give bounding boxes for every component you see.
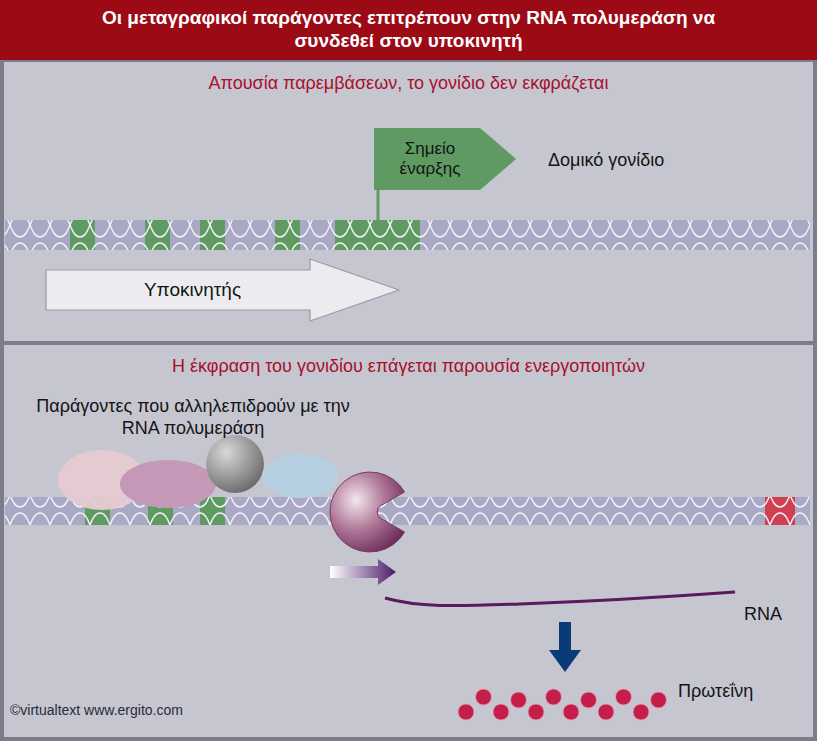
- panel-ground: [4, 345, 813, 737]
- panel-ground: [4, 62, 813, 341]
- translation-arrow: [549, 622, 581, 672]
- promoter-shape: [46, 259, 399, 321]
- protein-bead: [563, 704, 579, 720]
- protein-chain: [458, 689, 667, 720]
- start-flag: Σημείο έναρξης: [374, 128, 516, 190]
- rna-polymerase: [330, 472, 405, 552]
- flag-shape: [374, 128, 516, 190]
- protein-bead: [651, 692, 667, 708]
- flag-pole: [377, 188, 380, 222]
- protein-bead: [633, 704, 649, 720]
- dna-strand: [5, 220, 810, 250]
- factors-label: Παράγοντες που αλληλεπιδρούν με την RNA …: [28, 396, 358, 439]
- factor-blob: [206, 435, 264, 493]
- factor-blob: [120, 460, 216, 508]
- protein-bead: [581, 692, 597, 708]
- protein-label: Πρωτεΐνη: [678, 681, 798, 703]
- flag-label: Σημείο έναρξης: [390, 139, 470, 178]
- rna-strand: [385, 592, 735, 606]
- promoter-arrow: Υποκινητής: [45, 258, 400, 322]
- promoter-label: Υποκινητής: [144, 279, 241, 301]
- panel-heading: Η έκφραση του γονιδίου επάγεται παρουσία…: [4, 356, 813, 377]
- panel-heading: Απουσία παρεμβάσεων, το γονίδιο δεν εκφρ…: [4, 73, 813, 94]
- gene-label: Δομικό γονίδιο: [548, 150, 768, 172]
- protein-bead: [493, 704, 509, 720]
- protein-bead: [476, 689, 492, 705]
- panel: Απουσία παρεμβάσεων, το γονίδιο δεν εκφρ…: [4, 62, 813, 341]
- transcription-arrow: [330, 559, 396, 585]
- title-text: Οι μεταγραφικοί παράγοντες επιτρέπουν στ…: [80, 7, 737, 53]
- rna-label: RNA: [744, 604, 804, 626]
- title-bar: Οι μεταγραφικοί παράγοντες επιτρέπουν στ…: [0, 0, 817, 60]
- watermark: ©virtualtext www.ergito.com: [10, 702, 310, 719]
- factor-blob: [262, 454, 338, 498]
- protein-bead: [528, 704, 544, 720]
- protein-bead: [511, 692, 527, 708]
- protein-bead: [598, 704, 614, 720]
- protein-bead: [546, 689, 562, 705]
- protein-bead: [458, 704, 474, 720]
- protein-bead: [616, 689, 632, 705]
